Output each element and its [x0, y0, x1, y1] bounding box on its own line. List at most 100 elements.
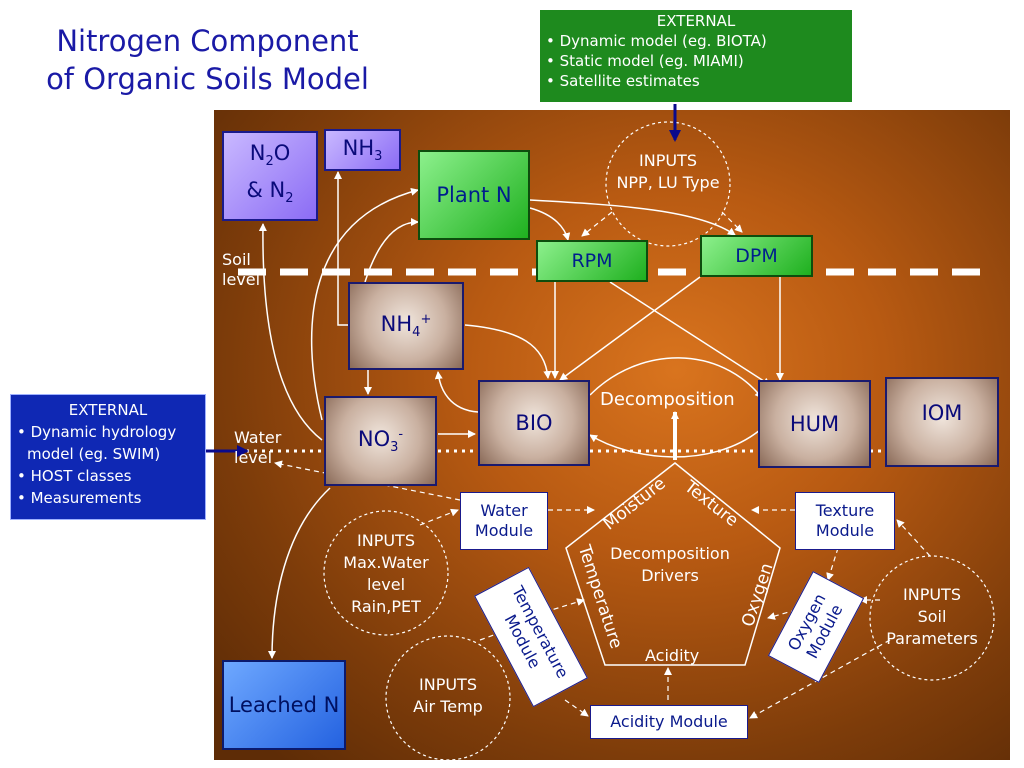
texture-module-line-2: Module — [815, 521, 875, 540]
pool-hum: HUM — [758, 380, 871, 468]
flow-nh4-to-nh3 — [334, 171, 348, 326]
flow-npp-to-dpm — [721, 211, 743, 233]
inputs-npp-line: NPP, LU Type — [616, 173, 720, 192]
flow-temp-module-to-acidity-module — [564, 699, 589, 717]
rpm-label: RPM — [571, 250, 613, 272]
external-top-item-2: • Static model (eg. MIAMI) — [546, 52, 744, 70]
bio-label: BIO — [515, 411, 553, 435]
inputs-water-circle — [323, 510, 449, 636]
n2o-sub: 2 — [265, 154, 274, 169]
flow-hum-to-bio — [589, 429, 761, 458]
no3-sub: 3 — [390, 440, 399, 456]
acidity-module-label: Acidity Module — [610, 712, 728, 731]
flow-plantn-to-rpm — [529, 207, 571, 241]
no3-sup: - — [398, 426, 404, 442]
water-module-line-1: Water — [480, 501, 528, 520]
pool-iom: IOM — [885, 377, 999, 467]
pool-bio: BIO — [478, 380, 590, 466]
pool-n2o-n2: N2O & N2 — [222, 131, 318, 221]
texture-module: Texture Module — [795, 492, 895, 550]
inputs-npp-circle — [605, 121, 731, 247]
flow-plantn-to-dpm — [529, 199, 736, 236]
inputs-water-line-2: level — [366, 575, 406, 594]
pool-nh4: NH4+ — [348, 282, 464, 370]
n2o-o: O — [273, 140, 291, 165]
water-level-line-2: level — [234, 448, 273, 467]
external-left-item-3: • HOST classes — [17, 467, 132, 485]
acidity-module: Acidity Module — [590, 705, 748, 739]
title-line-1: Nitrogen Component — [56, 24, 359, 58]
nh4-sub: 4 — [412, 325, 421, 341]
flow-dpm-to-bio — [559, 276, 701, 381]
flow-temp-module-to-temperature — [544, 598, 585, 613]
water-module-line-2: Module — [474, 521, 534, 540]
flow-nh4-to-bio — [464, 324, 552, 379]
inputs-soil-circle — [869, 555, 995, 681]
external-left-header: EXTERNAL — [68, 401, 148, 419]
title-line-2: of Organic Soils Model — [46, 62, 369, 96]
leached-n-label: Leached N — [228, 693, 340, 717]
water-module: Water Module — [460, 492, 548, 550]
nh3-main: NH — [342, 135, 375, 160]
n2-sub: 2 — [285, 191, 294, 207]
texture-module-line-1: Texture — [815, 501, 875, 520]
flow-texture-module-to-oxygen — [826, 547, 839, 581]
flow-no3-to-plantn — [310, 187, 419, 421]
decomposition-label: Decomposition — [600, 389, 735, 410]
inputs-soil-line-2: Parameters — [886, 629, 978, 648]
n2-line: & N2 — [246, 176, 293, 213]
inputs-water-line-3: Rain,PET — [351, 597, 421, 616]
drivers-pentagon — [565, 462, 781, 666]
flow-no3-to-n2o — [258, 223, 323, 441]
flow-no3-to-leached — [268, 487, 331, 659]
pool-no3: NO3- — [324, 396, 437, 486]
inputs-water-line-1: Max.Water — [343, 553, 429, 572]
inputs-soil-header: INPUTS — [903, 585, 961, 604]
dpm-label: DPM — [735, 245, 778, 267]
flow-water-inputs-to-module — [419, 508, 459, 526]
nh3-sub: 3 — [374, 149, 383, 165]
inputs-npp-header: INPUTS — [639, 151, 697, 170]
flow-rpm-to-hum — [609, 281, 771, 386]
pool-dpm: DPM — [700, 235, 813, 277]
inputs-npp: INPUTS NPP, LU Type — [606, 150, 730, 194]
n2o-n: N — [249, 140, 266, 165]
pool-flows — [258, 171, 784, 659]
external-top-item-1: • Dynamic model (eg. BIOTA) — [546, 32, 767, 50]
plant-n-label: Plant N — [436, 183, 512, 207]
inputs-soil-line-1: Soil — [917, 607, 947, 626]
driver-acidity: Acidity — [645, 646, 700, 665]
inputs-water-header: INPUTS — [357, 531, 415, 550]
flow-npp-to-rpm — [581, 211, 613, 237]
pool-nh3: NH3 — [324, 129, 401, 171]
flow-bio-to-nh4 — [434, 371, 479, 413]
water-level-line-1: Water — [234, 428, 282, 447]
nh4-sup: + — [420, 311, 432, 327]
external-top-box: EXTERNAL • Dynamic model (eg. BIOTA) • S… — [538, 8, 854, 104]
hum-label: HUM — [789, 412, 840, 436]
external-left-item-2: model (eg. SWIM) — [27, 445, 161, 463]
inputs-air-line: Air Temp — [413, 697, 483, 716]
external-top-header: EXTERNAL — [656, 12, 736, 30]
water-level-label: Water level — [234, 428, 281, 468]
flow-nh4-to-plantn — [364, 218, 419, 283]
soil-level-label: Soil level — [222, 250, 260, 290]
drivers-center-line-1: Decomposition — [610, 544, 730, 563]
inputs-water: INPUTS Max.Water level Rain,PET — [326, 530, 446, 618]
diagram-title: Nitrogen Component of Organic Soils Mode… — [10, 22, 405, 98]
inputs-air: INPUTS Air Temp — [388, 674, 508, 718]
external-top-item-3: • Satellite estimates — [546, 72, 700, 90]
external-left-item-4: • Measurements — [17, 489, 142, 507]
pool-plant-n: Plant N — [418, 150, 530, 240]
pool-rpm: RPM — [536, 240, 648, 282]
inputs-soil: INPUTS Soil Parameters — [872, 584, 992, 650]
soil-level-line-2: level — [222, 270, 261, 289]
inputs-air-circle — [385, 635, 511, 761]
external-left-box: EXTERNAL • Dynamic hydrology model (eg. … — [10, 394, 206, 520]
flow-bio-to-hum — [589, 357, 763, 399]
pool-leached-n: Leached N — [222, 660, 346, 750]
drivers-center: Decomposition Drivers — [600, 543, 740, 587]
soil-level-line-1: Soil — [222, 250, 251, 269]
drivers-center-line-2: Drivers — [641, 566, 699, 585]
